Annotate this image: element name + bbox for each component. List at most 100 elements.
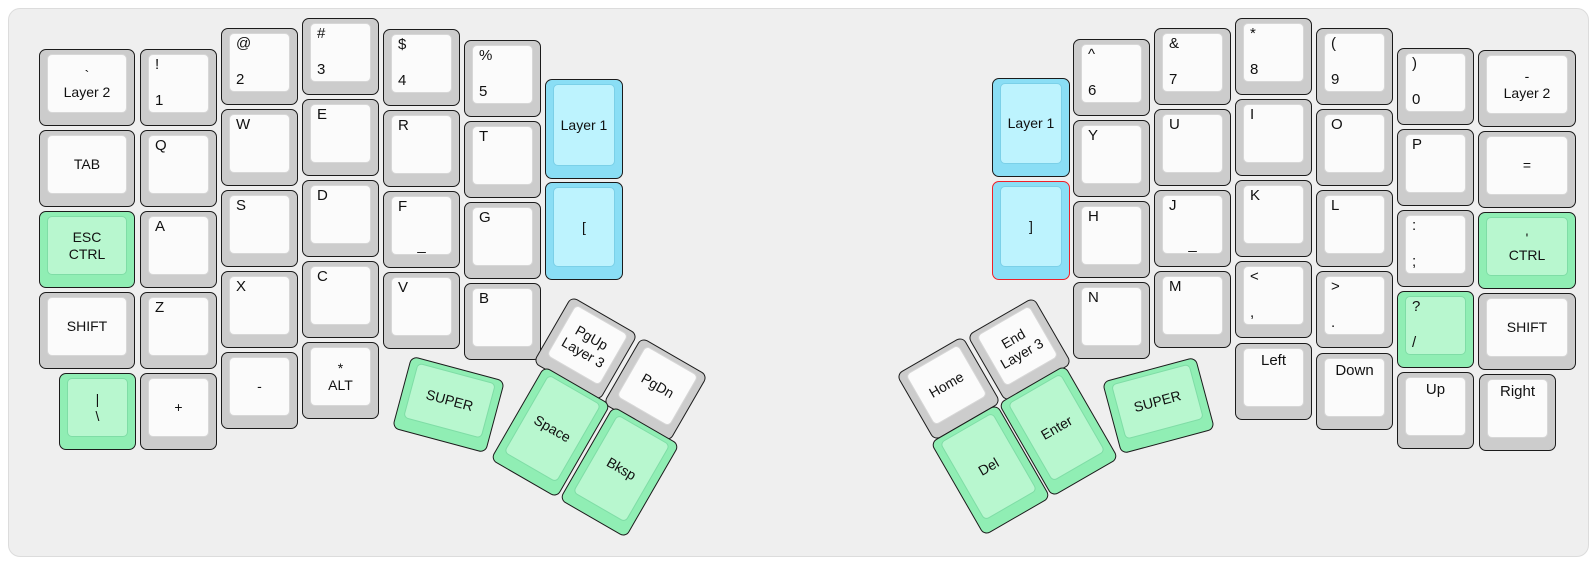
key-5[interactable]: %5 (464, 40, 541, 117)
keycap: Y (1081, 125, 1142, 184)
keycap: !1 (148, 54, 209, 113)
key-9[interactable]: (9 (1316, 28, 1393, 105)
key-arrow-down[interactable]: Down (1316, 353, 1393, 430)
keycap: H (1081, 206, 1142, 265)
key-label-top: $ (398, 36, 407, 53)
key-label-bottom: 4 (398, 72, 407, 89)
key-arrow-left[interactable]: Left (1235, 343, 1312, 420)
key-x[interactable]: X (221, 271, 298, 348)
keycap: ] (1000, 186, 1062, 267)
key-layer1-left[interactable]: Layer 1 (545, 79, 623, 179)
key-a[interactable]: A (140, 211, 217, 288)
keycap: P (1405, 134, 1466, 193)
key-star-alt[interactable]: *ALT (302, 342, 379, 419)
key-grave-layer2[interactable]: `Layer 2 (39, 49, 135, 126)
key-shift-left[interactable]: SHIFT (39, 292, 135, 369)
key-minus-layer2[interactable]: -Layer 2 (1478, 50, 1576, 127)
key-label-center: [ (554, 188, 614, 266)
key-t[interactable]: T (464, 121, 541, 198)
key-4[interactable]: $4 (383, 29, 460, 106)
keycap: G (472, 207, 533, 266)
key-z[interactable]: Z (140, 292, 217, 369)
key-label-line: - (1524, 67, 1530, 84)
key-m[interactable]: M (1154, 271, 1231, 348)
key-label-line: Enter (1037, 411, 1075, 443)
key-3[interactable]: #3 (302, 18, 379, 95)
key-label-center: SHIFT (1487, 299, 1567, 356)
key-0[interactable]: )0 (1397, 48, 1474, 125)
key-7[interactable]: &7 (1154, 28, 1231, 105)
key-c[interactable]: C (302, 261, 379, 338)
key-left-bracket[interactable]: [ (545, 182, 623, 280)
key-comma[interactable]: <, (1235, 261, 1312, 338)
key-label-top: X (236, 278, 247, 295)
keycap: Right (1487, 379, 1548, 438)
key-minus[interactable]: - (221, 352, 298, 429)
key-g[interactable]: G (464, 202, 541, 279)
key-k[interactable]: K (1235, 180, 1312, 257)
key-label-top: N (1088, 289, 1099, 306)
keycap: ^6 (1081, 44, 1142, 103)
keycap: 'CTRL (1486, 217, 1568, 276)
key-l[interactable]: L (1316, 190, 1393, 267)
key-label-top: R (398, 117, 409, 134)
key-j[interactable]: J_ (1154, 190, 1231, 267)
key-arrow-right[interactable]: Right (1479, 374, 1556, 451)
key-w[interactable]: W (221, 109, 298, 186)
key-e[interactable]: E (302, 99, 379, 176)
key-label-line: Home (925, 367, 966, 401)
key-question-slash[interactable]: ?/ (1397, 291, 1474, 368)
key-y[interactable]: Y (1073, 120, 1150, 197)
key-6[interactable]: ^6 (1073, 39, 1150, 116)
key-label-top: Y (1088, 127, 1099, 144)
key-super-right[interactable]: SUPER (1101, 356, 1215, 454)
key-equals[interactable]: = (1478, 131, 1576, 208)
key-tab[interactable]: TAB (39, 130, 135, 207)
key-label-center: SHIFT (48, 298, 126, 355)
key-label-line: ESC (72, 228, 102, 245)
key-h[interactable]: H (1073, 201, 1150, 278)
key-semicolon[interactable]: :; (1397, 210, 1474, 287)
keycap: (9 (1324, 33, 1385, 92)
key-s[interactable]: S (221, 190, 298, 267)
key-label-line: SUPER (1131, 386, 1183, 415)
key-layer1-right[interactable]: Layer 1 (992, 78, 1070, 177)
key-label-top: @ (236, 35, 252, 52)
key-quote-ctrl[interactable]: 'CTRL (1478, 212, 1576, 289)
key-p[interactable]: P (1397, 129, 1474, 206)
key-right-bracket[interactable]: ] (992, 181, 1070, 280)
key-i[interactable]: I (1235, 99, 1312, 176)
key-label-top: C (317, 268, 328, 285)
key-super-left[interactable]: SUPER (391, 355, 505, 453)
key-label-line: * (337, 359, 344, 376)
key-2[interactable]: @2 (221, 28, 298, 105)
key-v[interactable]: V (383, 272, 460, 349)
key-pipe-backslash[interactable]: |\ (59, 373, 136, 450)
key-n[interactable]: N (1073, 282, 1150, 359)
key-label-line: SHIFT (66, 318, 108, 334)
key-label-top: P (1412, 136, 1423, 153)
key-b[interactable]: B (464, 283, 541, 360)
keycap: :; (1405, 215, 1466, 274)
key-shift-right[interactable]: SHIFT (1478, 293, 1576, 370)
key-f[interactable]: F_ (383, 191, 460, 268)
key-label-line: PgDn (638, 369, 677, 401)
key-d[interactable]: D (302, 180, 379, 257)
keycap: *8 (1243, 23, 1304, 82)
key-1[interactable]: !1 (140, 49, 217, 126)
key-arrow-up[interactable]: Up (1397, 372, 1474, 449)
key-label-top: & (1169, 35, 1180, 52)
key-8[interactable]: *8 (1235, 18, 1312, 95)
key-o[interactable]: O (1316, 109, 1393, 186)
key-label-line: ` (84, 66, 90, 83)
key-r[interactable]: R (383, 110, 460, 187)
keycap: >. (1324, 276, 1385, 335)
key-q[interactable]: Q (140, 130, 217, 207)
key-u[interactable]: U (1154, 109, 1231, 186)
key-period[interactable]: >. (1316, 271, 1393, 348)
key-plus[interactable]: + (140, 373, 217, 450)
